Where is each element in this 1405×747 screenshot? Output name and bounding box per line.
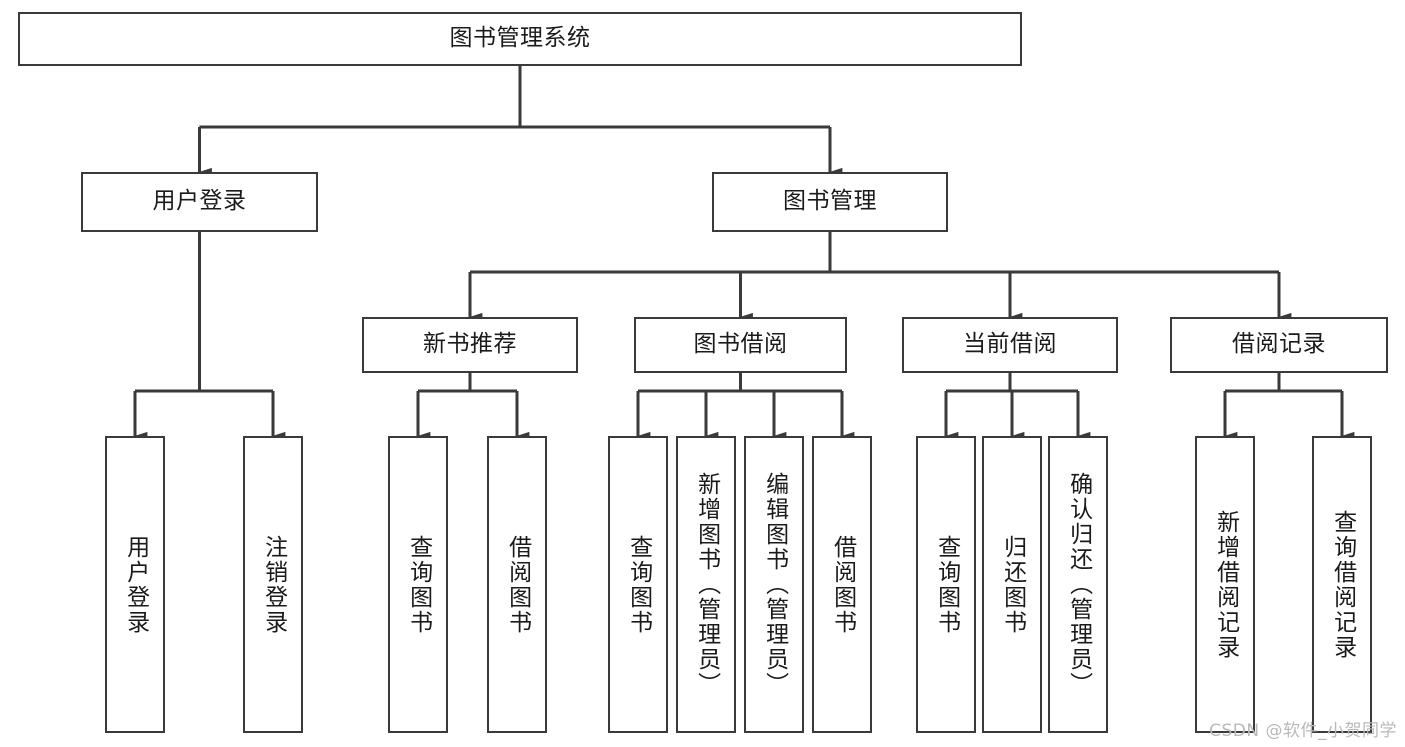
node-leaf-borrow-book-rec: 借阅图书 — [487, 436, 547, 733]
node-leaf-borrow-book: 借阅图书 — [812, 436, 872, 733]
node-leaf-add-book: 新增图书（管理员） — [676, 436, 736, 733]
watermark-text: CSDN @软件_小贺同学 — [1209, 721, 1397, 741]
node-label: 编辑图书（管理员） — [761, 472, 788, 697]
node-leaf-logout: 注销登录 — [243, 436, 303, 733]
node-label: 查询借阅记录 — [1329, 509, 1356, 660]
node-label: 图书管理系统 — [449, 25, 591, 52]
node-borrow-record: 借阅记录 — [1170, 317, 1388, 373]
node-label: 借阅记录 — [1232, 331, 1326, 358]
node-leaf-query-book-current: 查询图书 — [916, 436, 976, 733]
node-user-login: 用户登录 — [81, 172, 318, 232]
node-label: 借阅图书 — [829, 534, 856, 635]
node-label: 查询图书 — [933, 534, 960, 635]
node-label: 图书管理 — [783, 188, 877, 215]
node-leaf-query-book-borrow: 查询图书 — [608, 436, 668, 733]
node-label: 注销登录 — [260, 534, 287, 635]
node-label: 借阅图书 — [504, 534, 531, 635]
node-leaf-add-record: 新增借阅记录 — [1195, 436, 1255, 733]
node-label: 查询图书 — [405, 534, 432, 635]
node-leaf-query-record: 查询借阅记录 — [1312, 436, 1372, 733]
node-label: 新增借阅记录 — [1212, 509, 1239, 660]
node-leaf-edit-book: 编辑图书（管理员） — [744, 436, 804, 733]
node-label: 确认归还（管理员） — [1065, 472, 1092, 697]
node-label: 用户登录 — [152, 188, 247, 215]
node-root: 图书管理系统 — [18, 12, 1022, 66]
node-label: 新书推荐 — [423, 331, 517, 358]
node-label: 查询图书 — [625, 534, 652, 635]
node-book-manage: 图书管理 — [712, 172, 948, 232]
node-label: 归还图书 — [999, 534, 1026, 635]
node-label: 当前借阅 — [963, 331, 1057, 358]
node-leaf-user-login: 用户登录 — [105, 436, 165, 733]
node-label: 新增图书（管理员） — [693, 472, 720, 697]
node-leaf-confirm-return: 确认归还（管理员） — [1048, 436, 1108, 733]
node-current-borrow: 当前借阅 — [902, 317, 1118, 373]
node-leaf-return-book: 归还图书 — [982, 436, 1042, 733]
node-book-borrow: 图书借阅 — [634, 317, 847, 373]
node-label: 图书借阅 — [693, 331, 788, 358]
node-label: 用户登录 — [122, 534, 149, 635]
node-leaf-query-book-rec: 查询图书 — [388, 436, 448, 733]
node-new-book-rec: 新书推荐 — [362, 317, 578, 373]
